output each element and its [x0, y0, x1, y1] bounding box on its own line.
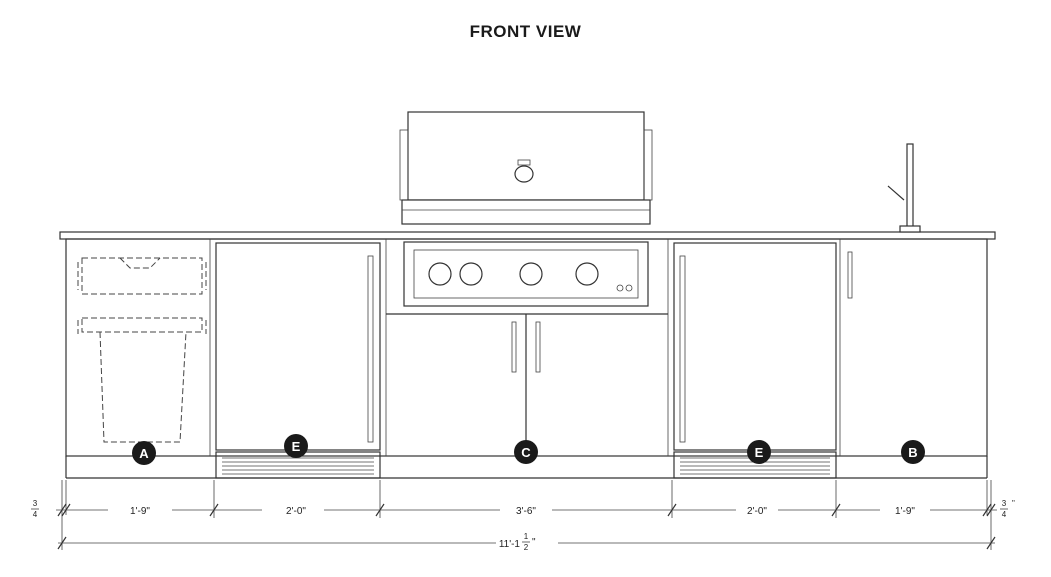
svg-text:4: 4 — [33, 510, 38, 519]
svg-text:4: 4 — [1002, 510, 1007, 519]
grill-lid-handle-icon — [514, 159, 534, 183]
dim-overall: 11'-1 1 2 " — [499, 532, 536, 552]
svg-text:A: A — [139, 446, 149, 461]
badge-e-right: E — [747, 440, 771, 464]
grill-cabinet-doors — [386, 313, 668, 456]
svg-text:3: 3 — [1002, 499, 1007, 508]
page-title: FRONT VIEW — [469, 22, 582, 41]
overall-dimension-line — [57, 536, 996, 550]
badge-a: A — [132, 441, 156, 465]
dim-fridge-right: 2'-0" — [747, 506, 767, 517]
trash-pullout-dashed — [77, 257, 207, 443]
dim-right-edge: 3 4 " — [1000, 499, 1015, 519]
badge-b: B — [901, 440, 925, 464]
svg-text:11'-1: 11'-1 — [499, 539, 521, 550]
countertop — [59, 231, 996, 240]
svg-text:": " — [1012, 499, 1015, 508]
dim-grill: 3'-6" — [516, 506, 536, 517]
badge-c: C — [514, 440, 538, 464]
svg-text:2: 2 — [524, 543, 529, 552]
grill — [399, 111, 653, 307]
sink-cabinet-handle — [847, 251, 853, 299]
svg-text:": " — [532, 537, 536, 548]
faucet-icon — [887, 143, 921, 233]
svg-text:1: 1 — [524, 532, 529, 541]
dim-sink-cabinet: 1'-9" — [895, 506, 915, 517]
svg-text:C: C — [521, 445, 531, 460]
badge-e-left: E — [284, 434, 308, 458]
control-knob-icon — [428, 262, 633, 292]
svg-text:E: E — [755, 445, 764, 460]
dim-fridge-left: 2'-0" — [286, 506, 306, 517]
segment-dimension-line — [56, 503, 997, 517]
fridge-left-vent — [222, 457, 374, 475]
svg-text:B: B — [908, 445, 917, 460]
dim-left-edge: 3 4 — [31, 499, 39, 519]
svg-text:3: 3 — [33, 499, 38, 508]
svg-text:E: E — [292, 439, 301, 454]
dim-trash: 1'-9" — [130, 506, 150, 517]
